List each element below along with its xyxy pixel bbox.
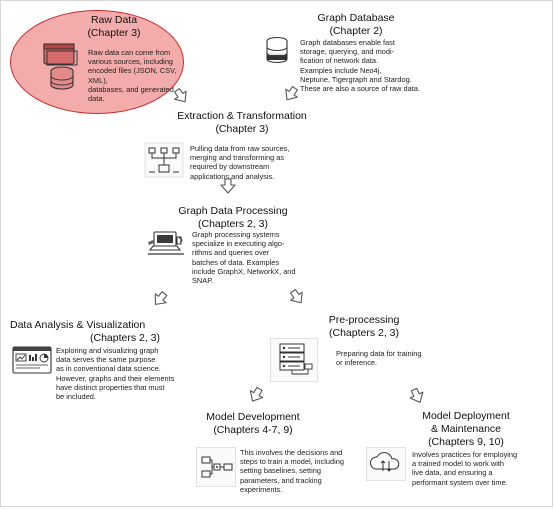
processing-desc-line: Graph processing systems (192, 230, 280, 239)
extraction-title: Extraction & Transformation (177, 110, 307, 122)
cloud-upload-download-icon (366, 447, 406, 481)
extraction-desc-line: required by downstream (190, 162, 270, 172)
extraction-desc-line: applications and analysis. (190, 171, 275, 181)
flowchart-icon (144, 142, 184, 178)
analysis-desc-line: data serves the same purpose (56, 355, 156, 365)
graph-db-description: Graph databases enable fast storage, que… (300, 38, 450, 93)
extraction-desc-line: Pulling data from raw sources, (190, 144, 290, 153)
model-dev-desc-line: steps to train a model, including (240, 457, 344, 467)
graph-db-title-block: Graph Database (Chapter 2) (300, 12, 412, 38)
analysis-subtitle: (Chapters 2, 3) (89, 332, 161, 344)
analysis-desc-line: be included. (56, 392, 96, 402)
analysis-desc-line: However, graphs and their elements (56, 373, 175, 383)
arrow-preprocessing-to-deployment (407, 386, 427, 406)
pipeline-diagram-icon (196, 447, 236, 487)
model-dev-title-block: Model Development (Chapters 4-7, 9) (198, 411, 308, 437)
raw-data-desc-line: encoded files (JSON, CSV, XML), (88, 66, 177, 85)
preprocessing-subtitle: (Chapters 2, 3) (328, 327, 400, 339)
model-dev-desc-line: experiments. (240, 484, 283, 494)
deployment-desc-line: performant system over time. (412, 477, 508, 487)
preprocessing-description: Preparing data for training or inference… (336, 349, 456, 367)
model-dev-subtitle: (Chapters 4-7, 9) (213, 424, 293, 436)
dashboard-charts-icon (12, 346, 52, 376)
raw-data-desc-line: various sources, including (88, 57, 174, 67)
deployment-title: Model Deployment (422, 410, 510, 422)
raw-data-title: Raw Data (90, 14, 138, 26)
arrow-preprocessing-to-modeldev (245, 384, 267, 406)
processing-desc-line: SNAP. (192, 276, 214, 286)
deployment-desc-line: live data, and ensuring a (412, 468, 493, 478)
extraction-description: Pulling data from raw sources, merging a… (190, 144, 325, 181)
deployment-subtitle: (Chapters 9, 10) (428, 436, 504, 448)
analysis-desc-line: have distinct properties that must (56, 382, 165, 392)
laptop-workstation-icon (146, 228, 186, 258)
model-dev-desc-line: This involves the decisions and (240, 448, 343, 457)
graph-db-desc-line: Graph databases enable fast (300, 38, 395, 47)
preprocessing-desc-line: or inference. (336, 358, 378, 368)
processing-subtitle: (Chapters 2, 3) (197, 218, 269, 230)
graph-db-desc-line: storage, querying, and modi- (300, 47, 395, 57)
deployment-desc-line: Involves practices for employing (412, 450, 518, 459)
analysis-description: Exploring and visualizing graph data ser… (56, 346, 216, 401)
deployment-title-line2: & Maintenance (430, 423, 502, 435)
arrow-processing-to-analysis (149, 288, 171, 310)
analysis-desc-line: Exploring and visualizing graph (56, 346, 159, 355)
analysis-title: Data Analysis & Visualization (10, 319, 146, 331)
preprocessing-title-block: Pre-processing (Chapters 2, 3) (316, 314, 412, 340)
model-dev-description: This involves the decisions and steps to… (240, 448, 380, 494)
raw-data-desc-line: Raw data can come from (88, 48, 171, 57)
raw-data-title-block: Raw Data (Chapter 3) (66, 14, 162, 40)
processing-desc-line: rithms and queries over (192, 248, 270, 258)
extraction-title-block: Extraction & Transformation (Chapter 3) (160, 110, 324, 136)
arrow-raw-to-extraction (170, 85, 192, 107)
model-dev-title: Model Development (206, 411, 300, 423)
preprocessing-desc-line: Preparing data for training (336, 349, 422, 358)
arrow-processing-to-preprocessing (286, 286, 308, 308)
extraction-subtitle: (Chapter 3) (215, 123, 269, 135)
arrow-extraction-to-processing (220, 178, 236, 194)
processing-desc-line: specialize in executing algo- (192, 239, 285, 249)
graph-db-title: Graph Database (317, 12, 395, 24)
raw-data-subtitle: (Chapter 3) (87, 27, 141, 39)
stacked-files-and-database-icon (42, 42, 86, 92)
graph-db-desc-line: fication of network data. (300, 56, 379, 66)
graph-db-desc-line: Examples include Neo4j, (300, 65, 382, 75)
deployment-title-block: Model Deployment & Maintenance (Chapters… (414, 410, 518, 449)
preprocessing-title: Pre-processing (328, 314, 400, 326)
deployment-desc-line: a trained model to work with (412, 459, 505, 469)
model-dev-desc-line: parameters, and tracking (240, 475, 322, 485)
graph-db-desc-line: These are also a source of raw data. (300, 84, 420, 94)
raw-data-desc-line: databases, and generated data. (88, 84, 174, 104)
arrow-graphdb-to-extraction (280, 83, 302, 105)
analysis-desc-line: as in conventional data science. (56, 364, 161, 374)
raw-data-description: Raw data can come from various sources, … (88, 48, 188, 103)
processing-title: Graph Data Processing (178, 205, 288, 217)
processing-title-block: Graph Data Processing (Chapters 2, 3) (168, 205, 298, 231)
raw-data-highlight (10, 10, 184, 114)
extraction-desc-line: merging and transforming as (190, 153, 285, 163)
processing-desc-line: batches of data. Examples (192, 257, 280, 267)
graph-db-desc-line: Neptune, Tigergraph and Stardog. (300, 74, 412, 84)
server-rack-icon (270, 338, 318, 382)
processing-description: Graph processing systems specialize in e… (192, 230, 322, 285)
graph-db-subtitle: (Chapter 2) (329, 25, 383, 37)
deployment-description: Involves practices for employing a train… (412, 450, 552, 487)
processing-desc-line: include GraphX, NetworkX, and (192, 266, 296, 276)
database-cylinder-icon (264, 36, 290, 66)
model-dev-desc-line: setting baselines, setting (240, 466, 321, 476)
